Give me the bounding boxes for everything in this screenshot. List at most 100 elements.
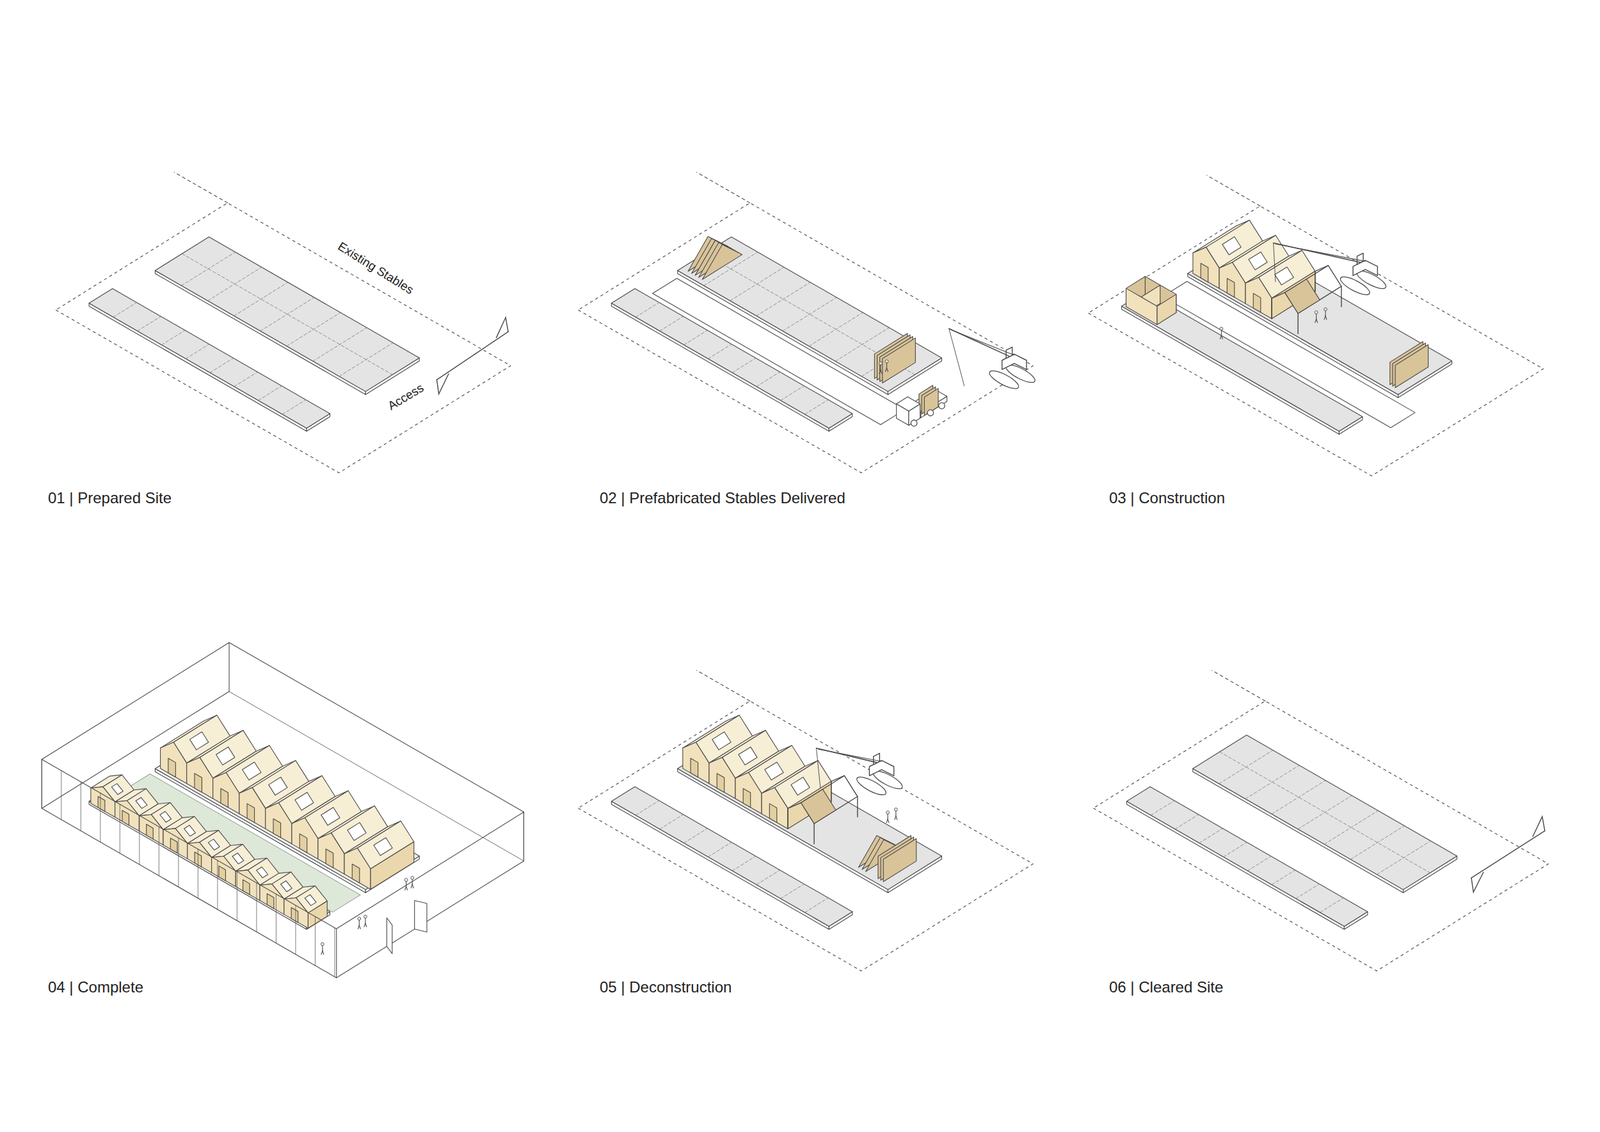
person <box>405 886 408 891</box>
skylight <box>216 746 235 765</box>
gable-wall <box>239 787 266 829</box>
grid-line <box>730 266 784 301</box>
gable-wall <box>259 883 285 915</box>
door <box>168 757 176 777</box>
wall-panel <box>1157 294 1177 325</box>
person <box>363 914 367 918</box>
skylight <box>184 824 196 836</box>
door <box>769 803 777 822</box>
grid-line <box>312 327 367 361</box>
grid-line <box>1296 883 1320 899</box>
crane-boom <box>818 748 882 761</box>
skylight <box>712 731 731 750</box>
wall-panel <box>1395 344 1428 388</box>
door <box>146 823 154 839</box>
grid-line <box>808 312 863 346</box>
end-wall <box>370 841 415 889</box>
access-arrow <box>436 331 509 380</box>
skylight <box>373 837 393 856</box>
panel-prepared <box>55 172 511 473</box>
grid-line <box>185 344 210 360</box>
panel-deconstruction <box>577 670 1033 971</box>
grid-line <box>1175 814 1199 829</box>
person <box>321 950 324 955</box>
grid-line <box>756 282 811 316</box>
skylight <box>304 894 317 905</box>
skylight <box>347 822 367 841</box>
door <box>716 773 724 792</box>
grid-line <box>635 302 660 317</box>
enclosure-wall <box>336 811 525 978</box>
truck-wheel <box>927 409 934 416</box>
enclosure-panel <box>177 837 179 888</box>
skylight <box>791 776 810 795</box>
slab <box>1192 734 1458 889</box>
grid-line <box>707 842 732 857</box>
site-boundary <box>1212 670 1266 701</box>
gable-wall <box>265 802 292 844</box>
grid-line <box>1271 869 1296 885</box>
enclosure-panel <box>60 770 62 820</box>
site-boundary <box>174 172 228 203</box>
gable-wall <box>163 828 188 859</box>
panel-delivered <box>577 172 1037 473</box>
skylight <box>208 839 220 850</box>
person <box>1314 310 1318 314</box>
skylight <box>764 761 784 780</box>
grid-line <box>1247 855 1272 871</box>
crane-cable <box>816 748 821 788</box>
crane-boom <box>951 329 1015 356</box>
grid-line <box>1223 842 1248 857</box>
grid-line <box>684 330 708 345</box>
person <box>357 924 361 929</box>
person <box>894 816 898 820</box>
grid-line <box>286 312 341 346</box>
person <box>404 878 408 882</box>
grid-line <box>161 330 185 345</box>
grid-line <box>782 297 837 331</box>
step-caption: 04 | Complete <box>48 977 144 996</box>
person <box>410 876 415 880</box>
access-arrow <box>1471 871 1484 892</box>
door <box>194 773 202 792</box>
site-boundary <box>577 202 1033 473</box>
gable-wall <box>291 817 319 859</box>
enclosure-panel <box>80 781 82 831</box>
enclosure-wall <box>41 759 336 929</box>
person <box>1315 318 1318 323</box>
skylight <box>160 810 172 822</box>
gable-wall <box>138 814 164 845</box>
grid-line <box>1297 795 1352 829</box>
person <box>879 369 882 374</box>
crane-cable <box>949 328 965 386</box>
door <box>243 879 251 895</box>
step-caption: 03 | Construction <box>1109 488 1225 507</box>
grid-line <box>1219 750 1273 784</box>
grid-line <box>234 371 258 387</box>
person <box>886 810 890 815</box>
grid-line <box>805 399 829 415</box>
door <box>247 803 255 822</box>
person <box>1324 315 1327 320</box>
grid-line <box>732 357 756 373</box>
door <box>690 757 698 777</box>
grid-line <box>756 869 781 885</box>
grid-line <box>780 385 805 401</box>
grid-line <box>234 282 288 316</box>
door <box>325 848 333 868</box>
gate <box>386 917 392 954</box>
skylight <box>242 761 262 780</box>
site-boundary <box>1207 175 1261 207</box>
door <box>1226 278 1234 297</box>
person <box>885 359 889 363</box>
gable-wall <box>186 757 214 799</box>
gable-wall <box>735 772 762 814</box>
enclosure-panel <box>197 848 199 898</box>
door <box>1253 293 1261 312</box>
wall-panel <box>883 838 916 882</box>
door <box>743 788 751 808</box>
end-wall <box>307 900 328 928</box>
enclosure-panel <box>119 803 121 854</box>
door <box>97 796 105 811</box>
enclosure-panel <box>138 815 140 865</box>
